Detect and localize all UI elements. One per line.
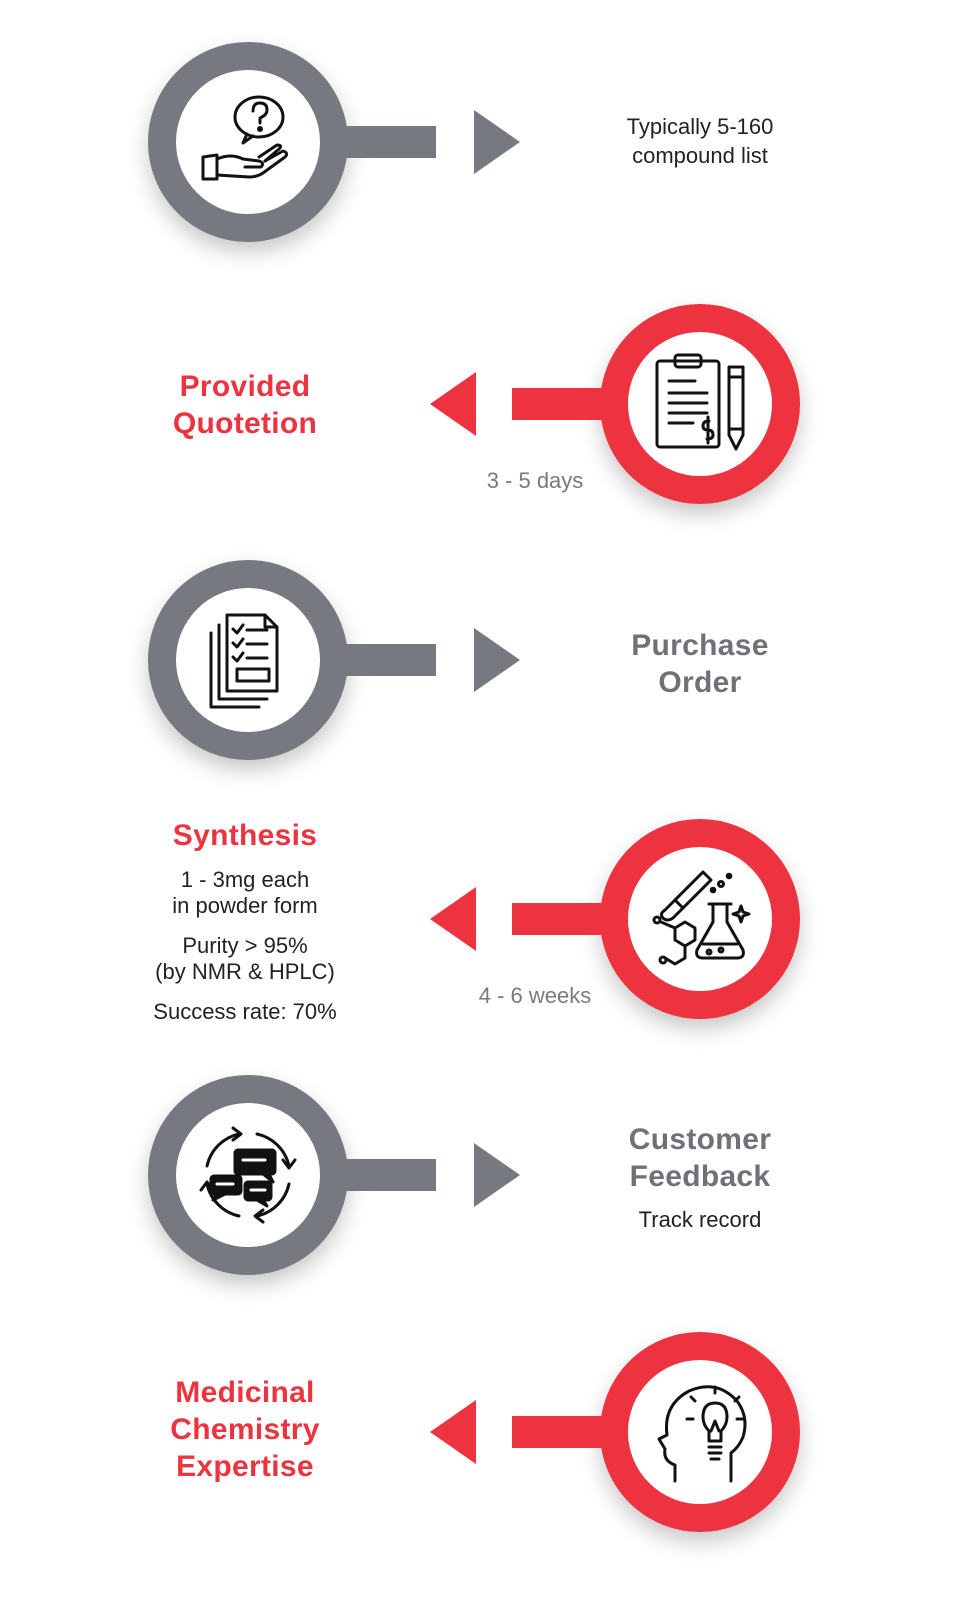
step-purchase-order-connector — [346, 644, 436, 676]
step-quotation-title: Provided Quotetion — [130, 368, 360, 442]
step-quotation-connector — [512, 388, 602, 420]
step-expertise-arrow — [430, 1400, 476, 1464]
step-feedback: Customer Feedback Track record — [0, 1075, 964, 1335]
step-feedback-title-line: Customer — [628, 1123, 772, 1156]
step-synthesis-detail-line: 1 - 3mg each — [180, 867, 310, 892]
step-feedback-connector — [346, 1159, 436, 1191]
step-synthesis-arrow — [430, 887, 476, 951]
step-purchase-order-ring — [148, 560, 348, 760]
step-quotation-duration: 3 - 5 days — [486, 468, 584, 493]
step-purchase-order-title: Purchase Order — [580, 627, 820, 701]
step-inquiry-ring — [148, 42, 348, 242]
documents-checklist-icon — [209, 613, 279, 709]
step-feedback-title: Customer Feedback — [575, 1121, 825, 1195]
step-quotation: Provided Quotetion 3 - 5 days — [0, 300, 964, 560]
step-synthesis-title: Synthesis — [172, 819, 318, 852]
step-purchase-order: Purchase Order — [0, 560, 964, 820]
step-synthesis-detail-line: (by NMR & HPLC) — [155, 959, 335, 984]
step-expertise-title-line: Expertise — [176, 1450, 314, 1483]
step-purchase-order-title-line: Order — [658, 666, 742, 699]
step-synthesis-detail-line: in powder form — [172, 893, 318, 918]
step-quotation-arrow — [430, 372, 476, 436]
step-synthesis-details: 1 - 3mg each in powder form Purity > 95%… — [110, 867, 380, 1025]
clipboard-pencil-icon — [655, 353, 745, 451]
step-purchase-order-arrow — [474, 628, 520, 692]
step-synthesis: Synthesis 1 - 3mg each in powder form Pu… — [0, 815, 964, 1075]
step-inquiry-arrow — [474, 110, 520, 174]
step-feedback-subtitle: Track record — [638, 1207, 762, 1232]
step-expertise-title-line: Medicinal — [175, 1376, 315, 1409]
hand-question-icon — [201, 95, 289, 181]
step-expertise-title: Medicinal Chemistry Expertise — [120, 1374, 370, 1485]
step-synthesis-duration: 4 - 6 weeks — [478, 983, 592, 1008]
step-feedback-ring — [148, 1075, 348, 1275]
step-expertise-title-line: Chemistry — [170, 1413, 320, 1446]
head-lightbulb-icon — [657, 1385, 747, 1483]
step-synthesis-connector — [512, 903, 602, 935]
step-expertise-connector — [512, 1416, 602, 1448]
chemistry-flask-icon — [652, 870, 751, 966]
step-feedback-arrow — [474, 1143, 520, 1207]
step-quotation-title-line: Quotetion — [172, 407, 318, 440]
chat-cycle-icon — [199, 1126, 297, 1224]
step-synthesis-ring — [600, 819, 800, 1019]
step-quotation-ring — [600, 304, 800, 504]
step-feedback-title-line: Feedback — [629, 1160, 771, 1193]
step-inquiry-line: compound list — [632, 143, 768, 168]
step-inquiry-text: Typically 5-160 compound list — [575, 112, 825, 170]
step-synthesis-detail-line: Purity > 95% — [182, 933, 308, 958]
step-inquiry: Typically 5-160 compound list — [0, 40, 964, 300]
step-synthesis-detail-line: Success rate: 70% — [153, 999, 337, 1024]
step-inquiry-line: Typically 5-160 — [626, 114, 774, 139]
step-quotation-title-line: Provided — [179, 370, 311, 403]
step-expertise: Medicinal Chemistry Expertise — [0, 1330, 964, 1590]
step-purchase-order-title-line: Purchase — [631, 629, 769, 662]
step-inquiry-connector — [346, 126, 436, 158]
step-expertise-ring — [600, 1332, 800, 1532]
